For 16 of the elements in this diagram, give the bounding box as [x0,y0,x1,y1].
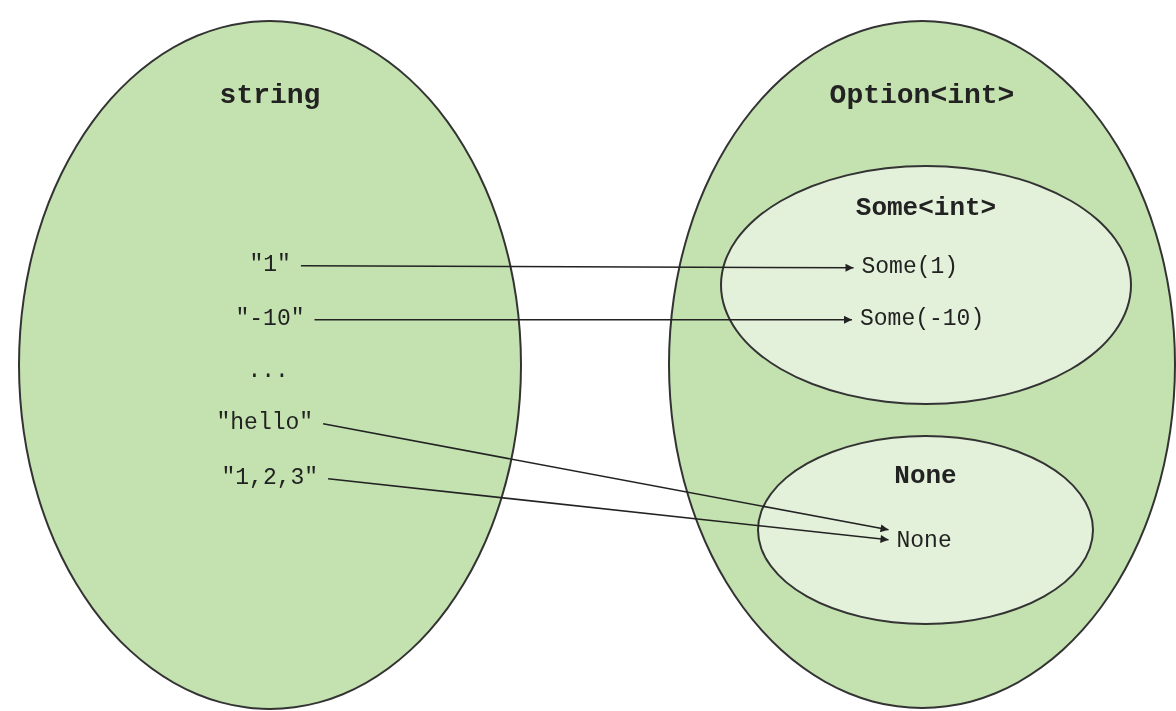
value-text: "1" [249,252,291,280]
set-title: Option<int> [828,80,1016,111]
value-text: Some(-10) [860,306,985,334]
arrow [300,263,855,272]
value-text: "hello" [216,410,314,438]
set-title: None [893,461,958,491]
arrow [322,423,890,533]
value-text: None [896,528,952,556]
set-title: string [218,80,322,111]
value-text: "-10" [235,306,305,334]
arrow [313,315,853,324]
arrow [327,478,890,543]
value-text: "1,2,3" [221,465,319,493]
set-title: Some<int> [854,193,998,223]
value-text: Some(1) [861,254,959,282]
ellipsis-text: ... [247,358,289,386]
